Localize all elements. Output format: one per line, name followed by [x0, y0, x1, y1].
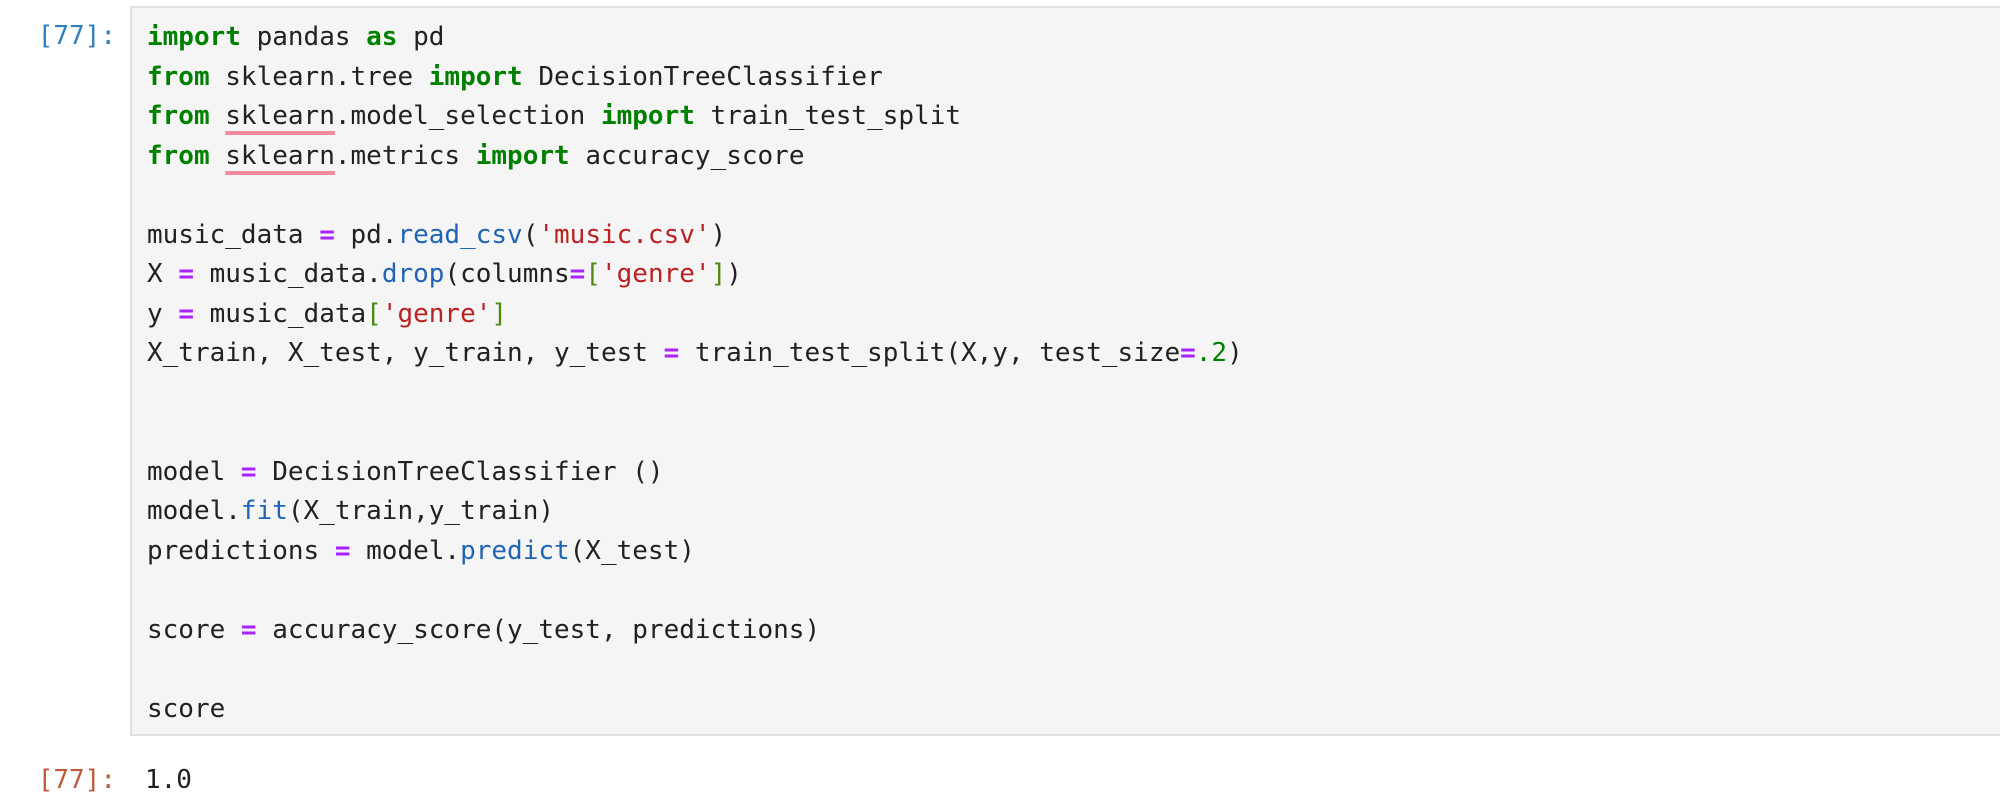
output-prompt: [77]: — [37, 765, 116, 795]
code-token: = — [334, 535, 351, 566]
code-token: = — [178, 298, 194, 329]
code-line-12: model = DecisionTreeClassifier () — [147, 453, 1243, 493]
code-token: accuracy_score — [569, 140, 805, 171]
code-line-7: X = music_data.drop(columns=['genre']) — [147, 255, 1243, 295]
code-token: [ — [585, 259, 601, 289]
code-token: accuracy_score(y_test, predictions) — [256, 614, 821, 645]
code-token: y — [147, 298, 179, 329]
code-token: = — [178, 259, 194, 289]
code-token: import — [475, 140, 570, 171]
code-token: (columns — [444, 259, 570, 289]
code-line-15 — [147, 571, 1243, 611]
code-token: import — [147, 22, 241, 52]
code-line-8: y = music_data['genre'] — [147, 295, 1243, 335]
code-token: [ — [366, 298, 382, 329]
lint-warning-token[interactable]: sklearn — [225, 101, 335, 131]
code-line-17 — [147, 650, 1243, 690]
code-token: fit — [240, 496, 288, 526]
code-line-14: predictions = model.predict(X_test) — [147, 532, 1243, 572]
code-line-13: model.fit(X_train,y_train) — [147, 492, 1243, 532]
code-token: music_data. — [193, 259, 382, 289]
code-token: ) — [726, 259, 742, 289]
code-token: train_test_split — [694, 101, 961, 131]
code-token: from — [147, 101, 210, 131]
code-line-4: from sklearn.metrics import accuracy_sco… — [147, 137, 1243, 177]
code-token: import — [600, 101, 695, 131]
code-token: .model_selection — [334, 101, 601, 131]
code-token: 'genre' — [381, 298, 492, 329]
code-token: X — [147, 259, 179, 289]
code-token: 'music.csv' — [538, 219, 711, 250]
code-token: sklearn.tree — [209, 61, 429, 92]
code-token: = — [569, 259, 586, 289]
code-line-9: X_train, X_test, y_train, y_test = train… — [147, 334, 1243, 374]
code-token: pd. — [334, 219, 398, 250]
code-token: music_data — [147, 219, 320, 250]
code-token: = — [663, 338, 680, 368]
code-line-16: score = accuracy_score(y_test, predictio… — [147, 611, 1243, 651]
code-token: X_train, X_test, y_train, y_test — [147, 338, 664, 368]
code-token: 'genre' — [600, 259, 711, 289]
lint-warning-token[interactable]: sklearn — [225, 140, 335, 171]
code-token: model. — [147, 496, 241, 526]
code-token: (X_test) — [569, 535, 695, 566]
code-token: = — [240, 456, 257, 487]
code-token: from — [147, 140, 210, 171]
code-token: (X_train,y_train) — [287, 496, 554, 526]
code-line-6: music_data = pd.read_csv('music.csv') — [147, 216, 1243, 256]
code-token: = — [319, 219, 335, 250]
code-token: DecisionTreeClassifier () — [256, 456, 664, 487]
code-token: ( — [522, 219, 539, 250]
code-token — [210, 141, 226, 171]
code-token: = — [1180, 338, 1196, 368]
code-token: model — [147, 456, 241, 487]
code-token: pandas — [240, 22, 367, 52]
code-token: .metrics — [334, 140, 476, 171]
code-token: = — [240, 614, 257, 645]
code-token: predict — [460, 535, 570, 566]
code-token: from — [147, 61, 210, 92]
code-line-3: from sklearn.model_selection import trai… — [147, 97, 1243, 137]
code-token: ) — [1227, 338, 1243, 368]
code-line-10 — [147, 374, 1243, 414]
code-line-1: import pandas as pd — [147, 18, 1243, 58]
code-token: model. — [350, 535, 461, 566]
code-line-11 — [147, 413, 1243, 453]
code-token: ] — [491, 298, 508, 329]
code-line-18: score — [147, 690, 1243, 730]
cell-output-value: 1.0 — [145, 765, 192, 795]
code-token: train_test_split(X,y, test_size — [679, 338, 1181, 368]
code-token: score — [147, 693, 226, 724]
code-token: DecisionTreeClassifier — [522, 61, 883, 92]
code-token: music_data — [193, 298, 367, 329]
code-token: score — [147, 614, 241, 645]
code-token: import — [428, 61, 523, 92]
code-line-2: from sklearn.tree import DecisionTreeCla… — [147, 58, 1243, 98]
code-token: read_csv — [397, 219, 523, 250]
code-token: ) — [710, 219, 727, 250]
code-line-5 — [147, 176, 1243, 216]
code-token — [210, 101, 226, 131]
code-token: predictions — [147, 535, 335, 566]
code-token: drop — [381, 259, 445, 289]
code-token: pd — [397, 22, 445, 52]
code-token: as — [366, 22, 398, 52]
code-token: ] — [710, 259, 727, 289]
code-token: .2 — [1195, 338, 1228, 368]
input-prompt: [77]: — [37, 21, 116, 51]
